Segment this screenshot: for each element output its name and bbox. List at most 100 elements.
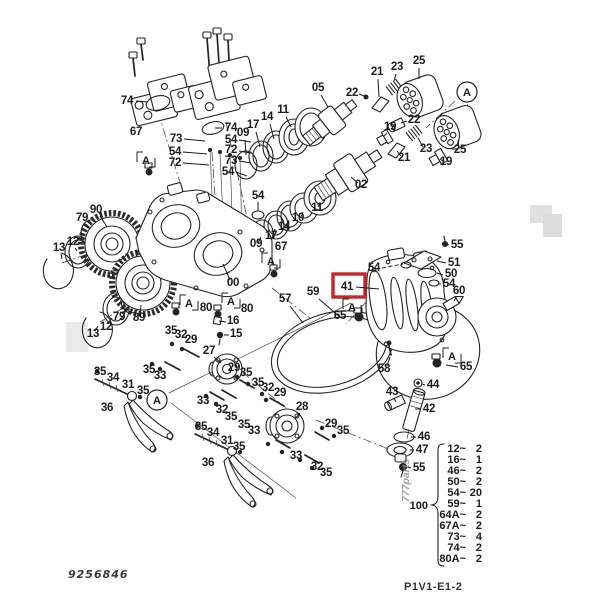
leader-line [317, 202, 321, 208]
leader-line [289, 305, 304, 324]
part-callout-29: 29 [274, 387, 286, 399]
part-callout-43: 43 [386, 386, 398, 398]
view-a-circle-marker: A [146, 389, 168, 411]
leader-line [358, 93, 365, 97]
part-callout-09: 09 [250, 238, 262, 250]
part-callout-67: 67 [130, 126, 142, 138]
leader-line [255, 131, 261, 148]
part-callout-32: 32 [311, 461, 323, 473]
leader-line [107, 317, 113, 325]
svg-text:A: A [348, 302, 356, 314]
valve-assembly-right [188, 55, 267, 243]
leader-line [393, 397, 397, 403]
callout-leader-lines [60, 68, 460, 469]
part-callout-80: 80 [200, 302, 212, 314]
qty-row-ref: 64A~ [439, 509, 466, 521]
part-callout-74: 74 [225, 122, 238, 134]
part-callout-47: 47 [416, 444, 428, 456]
qty-row-count: 1 [476, 498, 482, 510]
qty-row-ref: 74~ [447, 542, 466, 554]
shaft-05 [302, 99, 358, 146]
part-callout-32: 32 [262, 382, 274, 394]
part-callout-25: 25 [413, 55, 426, 67]
drawing-number: 9256846 [68, 568, 129, 581]
leader-line [318, 298, 342, 319]
part-callout-54: 54 [443, 278, 456, 290]
qty-row-ref: 80A~ [439, 553, 466, 565]
part-callout-54: 54 [368, 262, 381, 274]
qty-row-ref: 67A~ [439, 520, 466, 532]
sheet-code: P1V1-E1-2 [404, 581, 462, 593]
leader-line [286, 219, 290, 227]
part-callout-21: 21 [398, 152, 411, 164]
leader-line [60, 253, 63, 260]
part-callout-60: 60 [453, 285, 465, 297]
part-callout-65: 65 [460, 361, 473, 373]
leader-line [257, 236, 262, 244]
pump-housing-top-parts [400, 235, 464, 312]
part-callout-28: 28 [296, 401, 309, 413]
shaft-02 [313, 149, 383, 202]
housing-hardware [144, 162, 278, 346]
part-callout-33: 33 [248, 425, 260, 437]
part-callout-35: 35 [195, 421, 208, 433]
part-callout-11: 11 [277, 104, 289, 116]
part-callout-90: 90 [90, 204, 102, 216]
servo-fork-2 [194, 423, 274, 508]
leader-line [436, 260, 447, 264]
leader-line [350, 176, 359, 184]
part-callout-31: 31 [221, 435, 234, 447]
leader-line [383, 132, 388, 137]
leader-line [457, 139, 460, 149]
part-callout-22: 22 [346, 87, 358, 99]
part-callout-09: 09 [237, 127, 249, 139]
part-callout-32: 32 [216, 404, 228, 416]
part-callout-72: 72 [225, 144, 237, 156]
cylinder-block-upper [396, 74, 444, 118]
highlighted-part-number: 41 [341, 281, 354, 293]
part-callout-00: 00 [227, 277, 239, 289]
part-callout-29: 29 [228, 362, 240, 374]
part-callout-34: 34 [107, 372, 120, 384]
qty-row-count: 2 [476, 553, 482, 565]
leader-line [453, 296, 457, 302]
part-callout-32: 32 [175, 329, 187, 341]
part-callout-35: 35 [238, 419, 251, 431]
part-callout-79: 79 [113, 311, 125, 323]
svg-text:A: A [463, 87, 471, 99]
view-a-bracket-marker: A [342, 298, 362, 315]
regulator-28 [265, 408, 305, 444]
leader-line [139, 304, 142, 316]
view-a-bracket-marker: A [442, 347, 462, 364]
qty-row-count: 2 [476, 476, 482, 488]
part-callout-22: 22 [408, 114, 420, 126]
part-callout-35: 35 [252, 377, 265, 389]
leader-line [272, 228, 276, 236]
part-callout-35: 35 [240, 367, 253, 379]
part-callout-36: 36 [101, 402, 113, 414]
part-callout-55: 55 [451, 239, 464, 251]
list-brace [430, 443, 445, 567]
svg-text:A: A [448, 351, 456, 363]
part-callout-58: 58 [378, 363, 391, 375]
part-callout-50: 50 [445, 268, 457, 280]
leader-line [213, 356, 222, 364]
qty-row-ref: 54~ [447, 487, 466, 499]
leader-line [381, 263, 404, 269]
svg-text:A: A [185, 298, 193, 310]
part-callout-13: 13 [87, 328, 99, 340]
qty-row-ref: 46~ [447, 465, 466, 477]
leader-line [396, 150, 402, 157]
leader-line [222, 263, 231, 281]
small-parts-top [363, 78, 449, 167]
leader-line [99, 215, 108, 228]
servo-fork-1 [94, 368, 174, 453]
qty-row-count: 2 [476, 542, 482, 554]
leader-line [285, 116, 292, 128]
o-ring-74-right [201, 121, 225, 135]
part-callout-55: 55 [413, 462, 426, 474]
pins-and-bolts [149, 341, 337, 471]
